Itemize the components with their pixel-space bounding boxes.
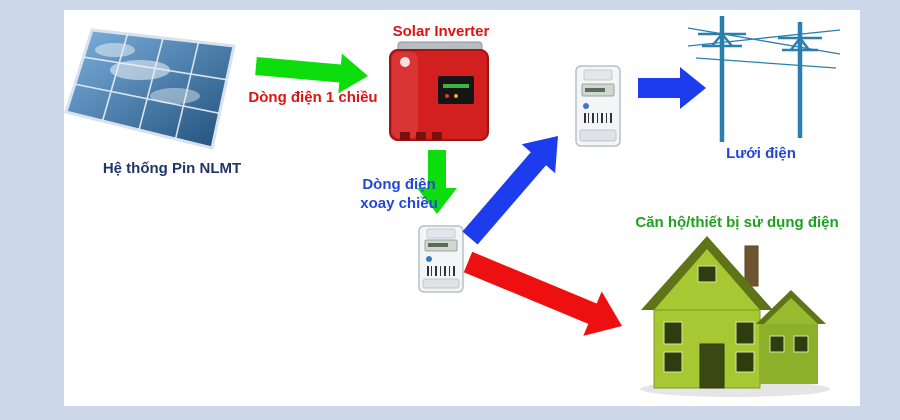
grid-label: Lưới điện bbox=[726, 145, 796, 162]
house-label: Căn hộ/thiết bị sử dụng điện bbox=[635, 214, 839, 231]
electric-meter-grid-icon bbox=[575, 65, 621, 147]
power-grid-icon bbox=[687, 16, 841, 142]
solar-panel-icon bbox=[64, 28, 236, 150]
dc-current-arrow bbox=[255, 53, 368, 94]
ac-current-label-line1: Dòng điện bbox=[362, 176, 436, 193]
ac-current-label: Dòng điện xoay chiều bbox=[360, 176, 438, 214]
solar-panel-label: Hệ thống Pin NLMT bbox=[102, 160, 242, 177]
to-house-arrow bbox=[463, 251, 622, 336]
inverter-label: Solar Inverter bbox=[392, 23, 490, 40]
electric-meter-main-icon bbox=[418, 225, 464, 293]
ac-current-label-line2: xoay chiều bbox=[360, 194, 438, 212]
ac-current-arrow bbox=[417, 150, 457, 214]
to-grid-meter-arrow bbox=[462, 136, 558, 245]
house-icon bbox=[640, 236, 830, 397]
to-grid-arrow bbox=[638, 67, 706, 109]
dc-current-label: Dòng điện 1 chiều bbox=[248, 89, 378, 106]
solar-inverter-icon bbox=[389, 41, 489, 141]
